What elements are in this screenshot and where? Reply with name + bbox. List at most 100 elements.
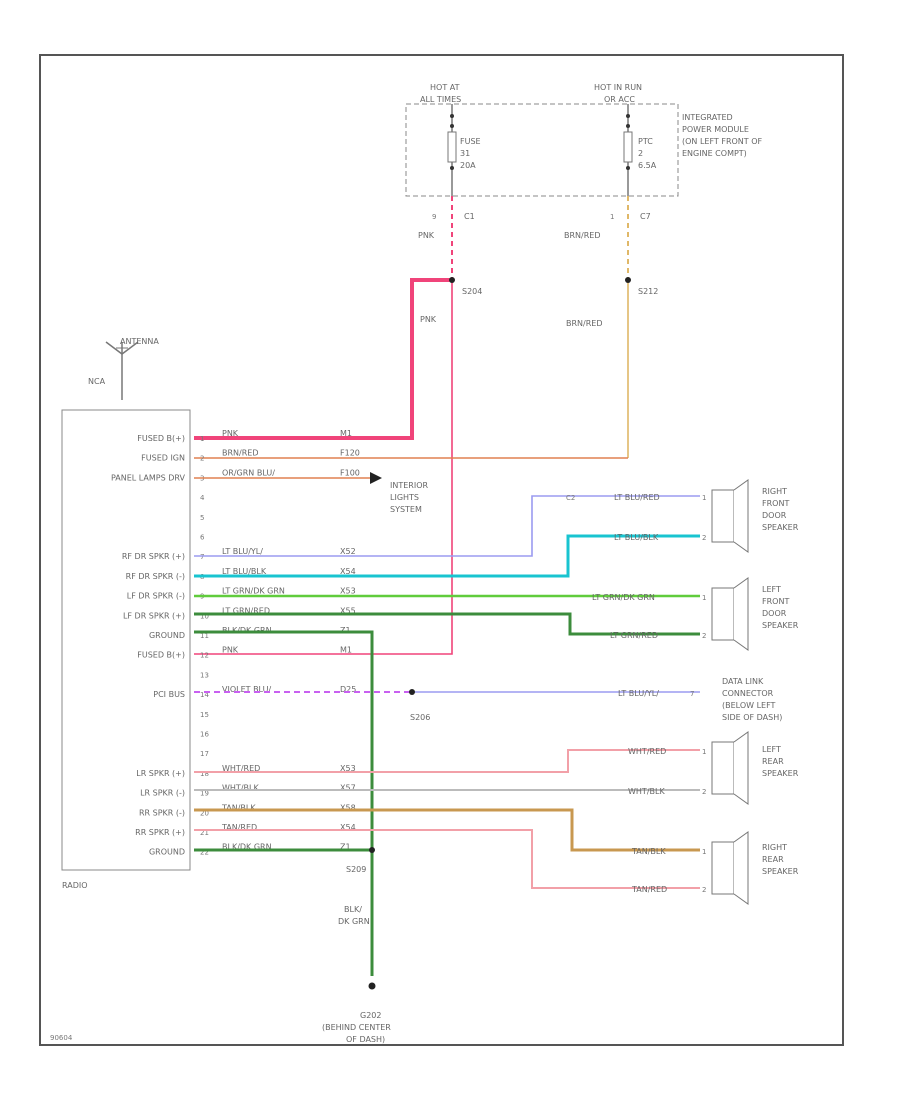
rf-spkr-pos-wire [194, 495, 700, 557]
radio-pin-label: LR SPKR (-) [140, 789, 185, 798]
antenna-pin: NCA [88, 377, 106, 386]
radio-wire-color: PNK [222, 646, 239, 655]
lr-wire1: WHT/RED [628, 747, 666, 756]
radio-wire-circuit: F100 [340, 468, 360, 477]
lf-speaker-icon [711, 577, 749, 651]
radio-pin-number: 11 [200, 632, 209, 640]
rf-conn: C2 [566, 494, 575, 502]
dlc-label-2: CONNECTOR [722, 689, 774, 698]
radio-wire-color: BLK/DK GRN [222, 843, 272, 852]
radio-wire-color: LT GRN/DK GRN [222, 587, 285, 596]
radio-wire-color: TAN/RED [221, 823, 257, 832]
fuse-name: FUSE [460, 137, 481, 146]
radio-wire-circuit: F120 [340, 449, 360, 458]
radio-wire-circuit: X52 [340, 547, 356, 556]
radio-wire-color: PNK [222, 429, 239, 438]
radio-wire-circuit: M1 [340, 646, 352, 655]
radio-pin-label: RR SPKR (-) [139, 808, 185, 817]
rr-spkr-neg-wire [194, 808, 700, 852]
fuse-num: 31 [460, 149, 470, 158]
radio-pin-label: PCI BUS [153, 690, 185, 699]
radio-pin-label: RF DR SPKR (+) [122, 552, 185, 561]
ptc-name: PTC [638, 137, 653, 146]
radio-pin-label: LF DR SPKR (+) [123, 611, 185, 620]
rf-speaker-icon [711, 479, 749, 553]
module-label-3: (ON LEFT FRONT OF [682, 137, 763, 146]
lf-speaker-1: LEFT [762, 585, 781, 594]
rr-pin2: 2 [702, 886, 706, 894]
radio-pin-label: FUSED IGN [141, 454, 185, 463]
ground-code: G202 [360, 1011, 381, 1020]
rr-spkr-pos-wire [194, 829, 700, 889]
rr-speaker-3: SPEAKER [762, 867, 799, 876]
radio-pin-number: 13 [200, 671, 209, 679]
radio-pin-number: 16 [200, 731, 209, 739]
radio-wire-circuit: X57 [340, 784, 356, 793]
lf-pin2: 2 [702, 632, 706, 640]
antenna-label: ANTENNA [120, 337, 159, 346]
radio-pin-number: 18 [200, 770, 209, 778]
c7-conn: C7 [640, 212, 651, 221]
radio-wire-color: LT BLU/YL/ [222, 547, 263, 556]
lr-spkr-pos-wire [194, 749, 700, 773]
ptc-rating: 6.5A [638, 161, 657, 170]
lf-speaker-3: DOOR [762, 609, 787, 618]
rf-pin2: 2 [702, 534, 706, 542]
radio-wire-circuit: M1 [340, 429, 352, 438]
ground-wire-pin11 [194, 630, 374, 976]
hot-at-all-times-1: HOT AT [430, 83, 460, 92]
rf-speaker-3: DOOR [762, 511, 787, 520]
ptc-num: 2 [638, 149, 643, 158]
rr-speaker-2: REAR [762, 855, 784, 864]
radio-pin-number: 22 [200, 849, 209, 857]
rr-speaker-icon [711, 831, 749, 905]
radio-pin-number: 19 [200, 790, 209, 798]
ground-location-1: (BEHIND CENTER [322, 1023, 391, 1032]
lr-pin1: 1 [702, 748, 706, 756]
lf-speaker-2: FRONT [762, 597, 789, 606]
c1-pin: 9 [432, 213, 436, 221]
radio-pin-number: 10 [200, 612, 209, 620]
module-label-4: ENGINE COMPT) [682, 149, 747, 158]
lr-speaker-1: LEFT [762, 745, 781, 754]
pink-wire-fused-b-pin1 [194, 278, 452, 440]
rf-pin1: 1 [702, 494, 706, 502]
dlc-label-3: (BELOW LEFT [722, 701, 776, 710]
rf-wire1: LT BLU/RED [614, 493, 660, 502]
radio-wire-circuit: X54 [340, 823, 356, 832]
radio-pin-number: 4 [200, 494, 205, 502]
radio-pin-number: 2 [200, 455, 204, 463]
figure-code: 90604 [50, 1034, 73, 1042]
lf-wire1: LT GRN/DK GRN [592, 593, 655, 602]
ptc-2-symbol [623, 104, 633, 196]
splice-s212-dot [625, 277, 631, 283]
c7-pin: 1 [610, 213, 614, 221]
hot-in-run-1: HOT IN RUN [594, 83, 642, 92]
dlc-label-4: SIDE OF DASH) [722, 713, 782, 722]
interior-lights-2: LIGHTS [390, 493, 419, 502]
fuse-31-symbol [447, 104, 457, 196]
dlc-wire: LT BLU/YL/ [618, 689, 659, 698]
rr-wire2: TAN/RED [631, 885, 667, 894]
splice-s212: S212 [638, 287, 658, 296]
radio-pin-label: GROUND [149, 848, 185, 857]
radio-wire-color: OR/GRN BLU/ [222, 468, 275, 477]
radio-wire-circuit: X53 [340, 587, 356, 596]
radio-pin-label: FUSED B(+) [137, 651, 185, 660]
lr-speaker-3: SPEAKER [762, 769, 799, 778]
c1-conn: C1 [464, 212, 475, 221]
module-label-2: POWER MODULE [682, 125, 749, 134]
radio-pin-label: GROUND [149, 631, 185, 640]
radio-pin-number: 21 [200, 829, 209, 837]
rf-spkr-neg-wire [194, 534, 700, 578]
radio-pin-number: 17 [200, 750, 209, 758]
dlc-pin: 7 [690, 690, 694, 698]
lf-spkr-pos-wire [194, 612, 700, 636]
module-label-1: INTEGRATED [682, 113, 733, 122]
radio-pin-number: 12 [200, 652, 209, 660]
dlc-label-1: DATA LINK [722, 677, 764, 686]
radio-wire-color: WHT/BLK [222, 784, 259, 793]
splice-s206: S206 [410, 713, 430, 722]
radio-pin-label: FUSED B(+) [137, 434, 185, 443]
